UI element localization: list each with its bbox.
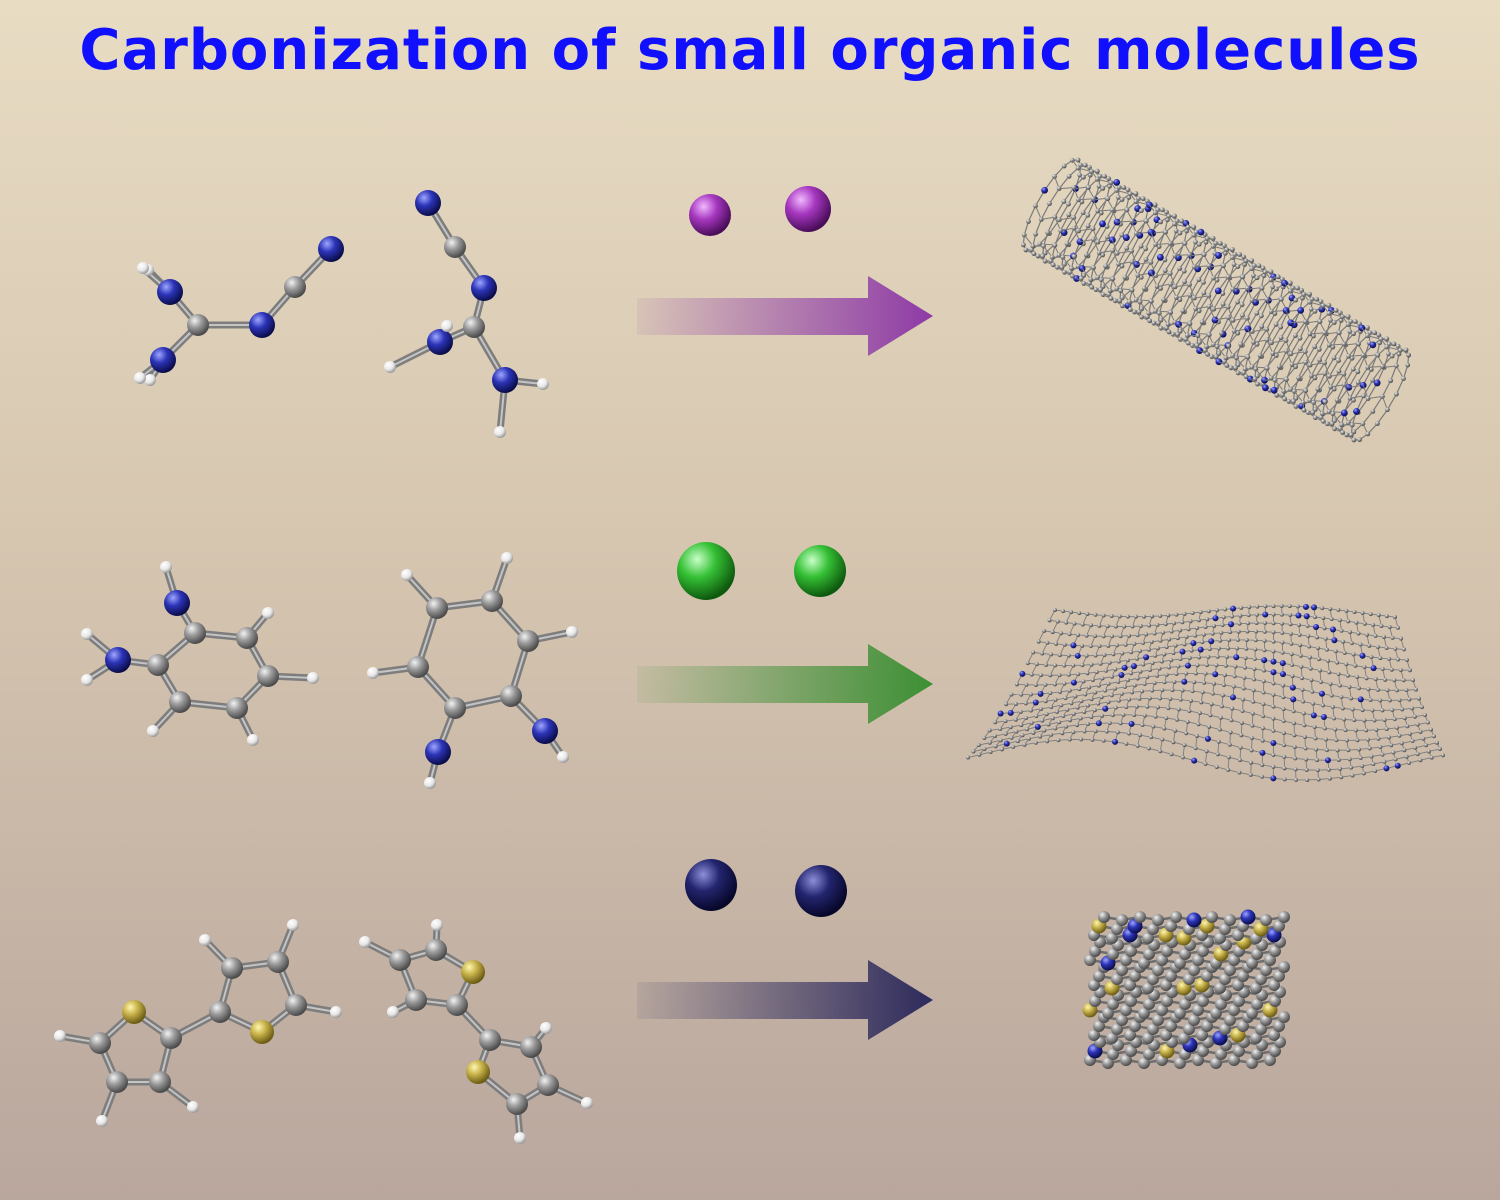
arrow-row1 [637, 276, 933, 356]
graphene-sheet-product [966, 603, 1445, 782]
cyanoguanidine-molecule-right [384, 190, 549, 438]
carbon-nanotube-product [1020, 157, 1412, 443]
arrow-row3 [637, 960, 933, 1040]
phenylenediamine-molecule-right [367, 552, 578, 789]
bithiophene-molecule-right [359, 919, 593, 1144]
catalyst-spheres-row1 [689, 186, 831, 236]
bithiophene-molecule-left [54, 919, 342, 1127]
cyanoguanidine-molecule-left [134, 236, 344, 386]
arrow-row2 [637, 644, 933, 724]
catalyst-spheres-row3 [685, 859, 847, 917]
catalyst-spheres-row2 [677, 542, 846, 600]
page-title: Carbonization of small organic molecules [79, 18, 1421, 83]
phenylenediamine-molecule-left [81, 561, 319, 746]
stacked-graphite-product [1082, 909, 1290, 1069]
